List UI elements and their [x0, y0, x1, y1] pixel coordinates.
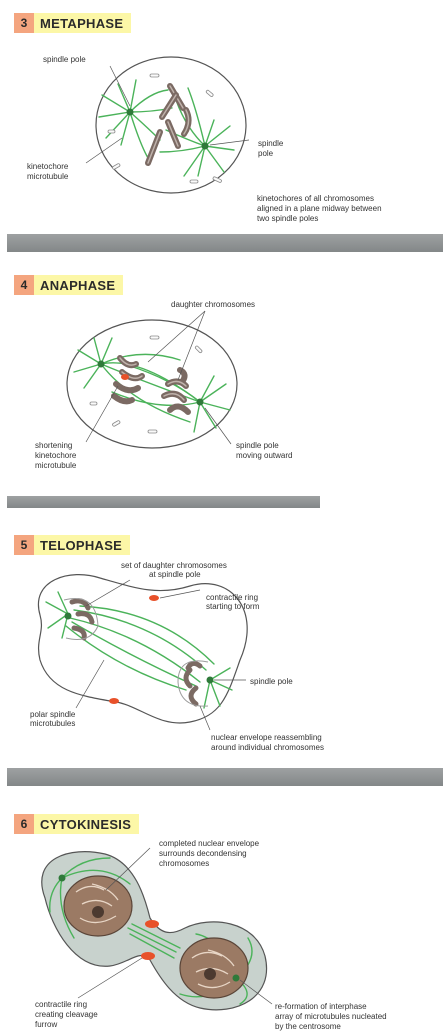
label-ring-2: starting to form	[206, 602, 260, 611]
contractile-ring-top	[145, 920, 159, 928]
label-set-2: at spindle pole	[149, 570, 201, 579]
label-completed-2: surrounds decondensing	[159, 849, 247, 858]
label-set-1: set of daughter chromosomes	[121, 561, 227, 570]
centrosome-right	[233, 975, 240, 982]
spindle-pole-right	[197, 399, 204, 406]
label-reformation-2: array of microtubules nucleated	[275, 1012, 387, 1021]
caption-line-2: aligned in a plane midway between	[257, 204, 382, 213]
anaphase-panel: 4 ANAPHASE	[0, 252, 443, 510]
label-ring-1: contractile ring	[35, 1000, 87, 1009]
label-spindle-pole-right-2: pole	[258, 149, 274, 158]
label-spindle-pole: spindle pole	[250, 677, 293, 686]
cytokinesis-diagram: completed nuclear envelope surrounds dec…	[0, 788, 443, 1034]
cytokinesis-panel: 6 CYTOKINESIS completed nuclear envelop	[0, 788, 443, 1034]
label-spindle-pole-1: spindle pole	[236, 441, 279, 450]
metaphase-panel: 3 METAPHASE	[0, 0, 443, 252]
label-polar-2: microtubules	[30, 719, 75, 728]
label-spindle-pole-2: moving outward	[236, 451, 292, 460]
label-reformation-3: by the centrosome	[275, 1022, 341, 1031]
label-ring-3: furrow	[35, 1020, 57, 1029]
label-envelope-2: around individual chromosomes	[211, 743, 324, 752]
label-kinetochore-2: microtubule	[27, 172, 69, 181]
caption-line-3: two spindle poles	[257, 214, 318, 223]
section-divider	[7, 768, 443, 786]
contractile-ring-bottom	[141, 952, 155, 960]
spindle-pole-right	[202, 143, 209, 150]
spindle-pole-left	[98, 361, 105, 368]
label-envelope-1: nuclear envelope reassembling	[211, 733, 322, 742]
label-kinetochore-1: kinetochore	[27, 162, 69, 171]
label-shortening-3: microtubule	[35, 461, 77, 470]
section-divider	[7, 234, 443, 252]
nucleus-left	[64, 876, 132, 936]
telophase-diagram: set of daughter chromosomes at spindle p…	[0, 510, 443, 788]
label-spindle-pole-top: spindle pole	[43, 55, 86, 64]
label-shortening-2: kinetochore	[35, 451, 77, 460]
label-reformation-1: re-formation of interphase	[275, 1002, 367, 1011]
label-daughter-chromosomes: daughter chromosomes	[171, 300, 255, 309]
nucleus-right	[180, 938, 248, 998]
anaphase-diagram: daughter chromosomes shortening kinetoch…	[0, 252, 443, 510]
contractile-ring-top	[121, 374, 129, 380]
label-completed-1: completed nuclear envelope	[159, 839, 260, 848]
label-ring-1: contractile ring	[206, 593, 258, 602]
spindle-pole-left	[65, 613, 72, 620]
telophase-panel: 5 TELOPHASE set	[0, 510, 443, 788]
metaphase-diagram: spindle pole spindle pole kinetochore mi…	[0, 0, 443, 252]
label-shortening-1: shortening	[35, 441, 72, 450]
spindle-pole-left	[127, 109, 134, 116]
contractile-ring-top	[149, 595, 159, 601]
label-completed-3: chromosomes	[159, 859, 209, 868]
spindle-pole-right	[207, 677, 214, 684]
label-polar-1: polar spindle	[30, 710, 76, 719]
caption-line-1: kinetochores of all chromosomes	[257, 194, 374, 203]
centrosome-left	[59, 875, 66, 882]
label-ring-2: creating cleavage	[35, 1010, 98, 1019]
section-divider	[7, 496, 320, 508]
label-spindle-pole-right-1: spindle	[258, 139, 284, 148]
contractile-ring-bottom	[109, 698, 119, 704]
